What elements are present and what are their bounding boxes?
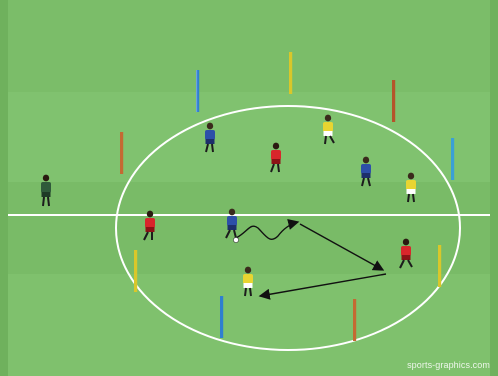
watermark: sports-graphics.com bbox=[407, 360, 490, 370]
pole-yellow-top-icon bbox=[289, 52, 292, 94]
pole-yellow-right-bottom-icon bbox=[438, 245, 441, 287]
pole-blue-top-icon bbox=[196, 70, 199, 112]
pole-yellow-left-bottom-icon bbox=[134, 250, 137, 292]
pole-blue-bottom-icon bbox=[220, 296, 223, 338]
ball-icon bbox=[233, 237, 238, 242]
pole-blue-right-icon bbox=[451, 138, 454, 180]
pole-orange-left-icon bbox=[120, 132, 123, 174]
pole-orange-top-right-icon bbox=[392, 80, 395, 122]
pole-orange-bottom-icon bbox=[353, 299, 356, 341]
